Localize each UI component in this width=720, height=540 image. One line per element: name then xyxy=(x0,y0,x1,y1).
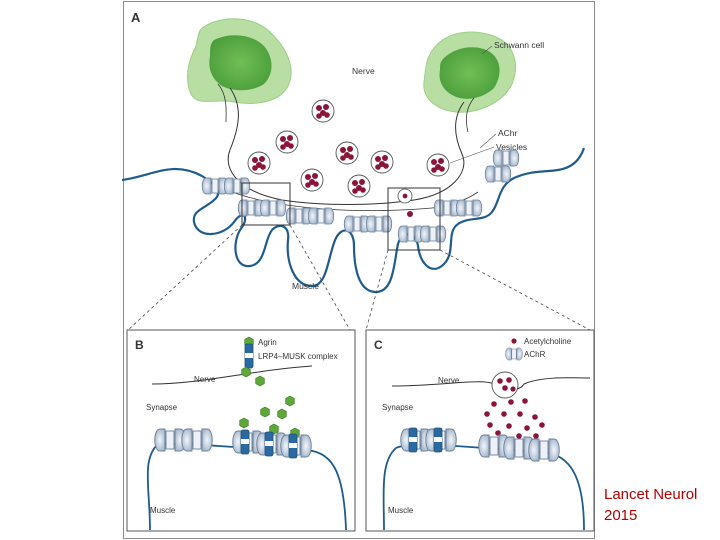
muscle-membrane-c xyxy=(382,444,585,531)
agrin-molecule xyxy=(285,395,295,407)
agrin-molecule xyxy=(239,417,249,429)
vesicle xyxy=(370,150,394,174)
muscle-membrane-a xyxy=(122,147,586,294)
agrin-molecule xyxy=(260,406,270,418)
label-muscle-c: Muscle xyxy=(388,506,414,515)
panel-c: C Acetylcholine AChR Nerve Synapse xyxy=(365,329,595,532)
citation-journal: Lancet Neurol xyxy=(604,486,698,503)
achr-cluster xyxy=(434,200,482,216)
achr-cluster xyxy=(202,178,250,194)
achr-cluster xyxy=(398,226,446,242)
citation-year: 2015 xyxy=(604,507,638,524)
synaptic-vesicles xyxy=(247,99,450,198)
panel-c-letter: C xyxy=(374,338,383,352)
legend-complex-icon xyxy=(244,343,254,369)
label-nerve-b: Nerve xyxy=(194,375,216,384)
agrin-molecule xyxy=(277,408,287,420)
label-schwann-cell: Schwann cell xyxy=(494,40,544,50)
zoom-box-b xyxy=(241,182,291,226)
vesicle xyxy=(311,99,335,123)
releasing-vesicle xyxy=(491,371,519,399)
nerve-membrane-b xyxy=(151,365,313,385)
agrin-molecule xyxy=(241,366,251,378)
pointer-schwann xyxy=(481,45,493,55)
pointer-achr xyxy=(479,133,497,149)
legend-complex-label: LRP4–MUSK complex xyxy=(258,352,338,361)
panel-b: B Agrin LRP4–MUSK complex Nerve Synapse … xyxy=(126,329,356,532)
nerve-terminal-outline xyxy=(227,87,465,205)
vesicle xyxy=(275,130,299,154)
panel-c-frame xyxy=(365,329,595,532)
vesicle xyxy=(335,141,359,165)
zoom-box-c xyxy=(387,187,441,251)
achr-cluster xyxy=(484,165,512,183)
achr-cluster xyxy=(238,200,286,216)
schwann-cell-right xyxy=(423,31,516,113)
lrp4-musk-complex xyxy=(426,428,457,452)
figure-frame xyxy=(123,1,595,539)
vesicle xyxy=(426,153,450,177)
label-achr-a: AChr xyxy=(498,128,518,138)
achr-cluster xyxy=(344,216,392,232)
vesicle xyxy=(300,168,324,192)
legend-achr-label: AChR xyxy=(524,350,546,359)
nmj-figure: A Schwann cell Nerve xyxy=(122,0,596,540)
legend-agrin-label: Agrin xyxy=(258,338,277,347)
panel-b-letter: B xyxy=(135,338,144,352)
achr xyxy=(154,428,186,452)
legend-achr-icon xyxy=(505,347,523,361)
achr-cluster xyxy=(492,149,520,167)
label-synapse-c: Synapse xyxy=(382,403,414,412)
label-nerve-a: Nerve xyxy=(352,66,375,76)
label-synapse-b: Synapse xyxy=(146,403,178,412)
agrin-molecule xyxy=(255,375,265,387)
achr xyxy=(528,438,560,462)
achr-cluster xyxy=(286,208,334,224)
citation: Lancet Neurol 2015 xyxy=(604,484,697,526)
panel-a-letter: A xyxy=(131,10,141,25)
schwann-cell-left xyxy=(187,18,292,104)
achr xyxy=(181,428,213,452)
nerve-outer-outline xyxy=(217,83,475,133)
panel-a: A Schwann cell Nerve xyxy=(122,10,591,331)
label-vesicles: Vesicles xyxy=(496,142,527,152)
lrp4-musk-complex xyxy=(281,434,312,458)
pointer-vesicles xyxy=(449,146,495,164)
legend-ach-label: Acetylcholine xyxy=(524,337,572,346)
label-muscle-b: Muscle xyxy=(150,506,176,515)
nmj-diagram: A Schwann cell Nerve xyxy=(122,1,595,539)
label-nerve-c: Nerve xyxy=(438,376,460,385)
vesicle xyxy=(247,151,271,175)
acetylcholine-molecules xyxy=(484,398,545,439)
label-muscle-a: Muscle xyxy=(292,281,319,291)
vesicle xyxy=(347,174,371,198)
legend-ach-icon xyxy=(511,338,517,344)
